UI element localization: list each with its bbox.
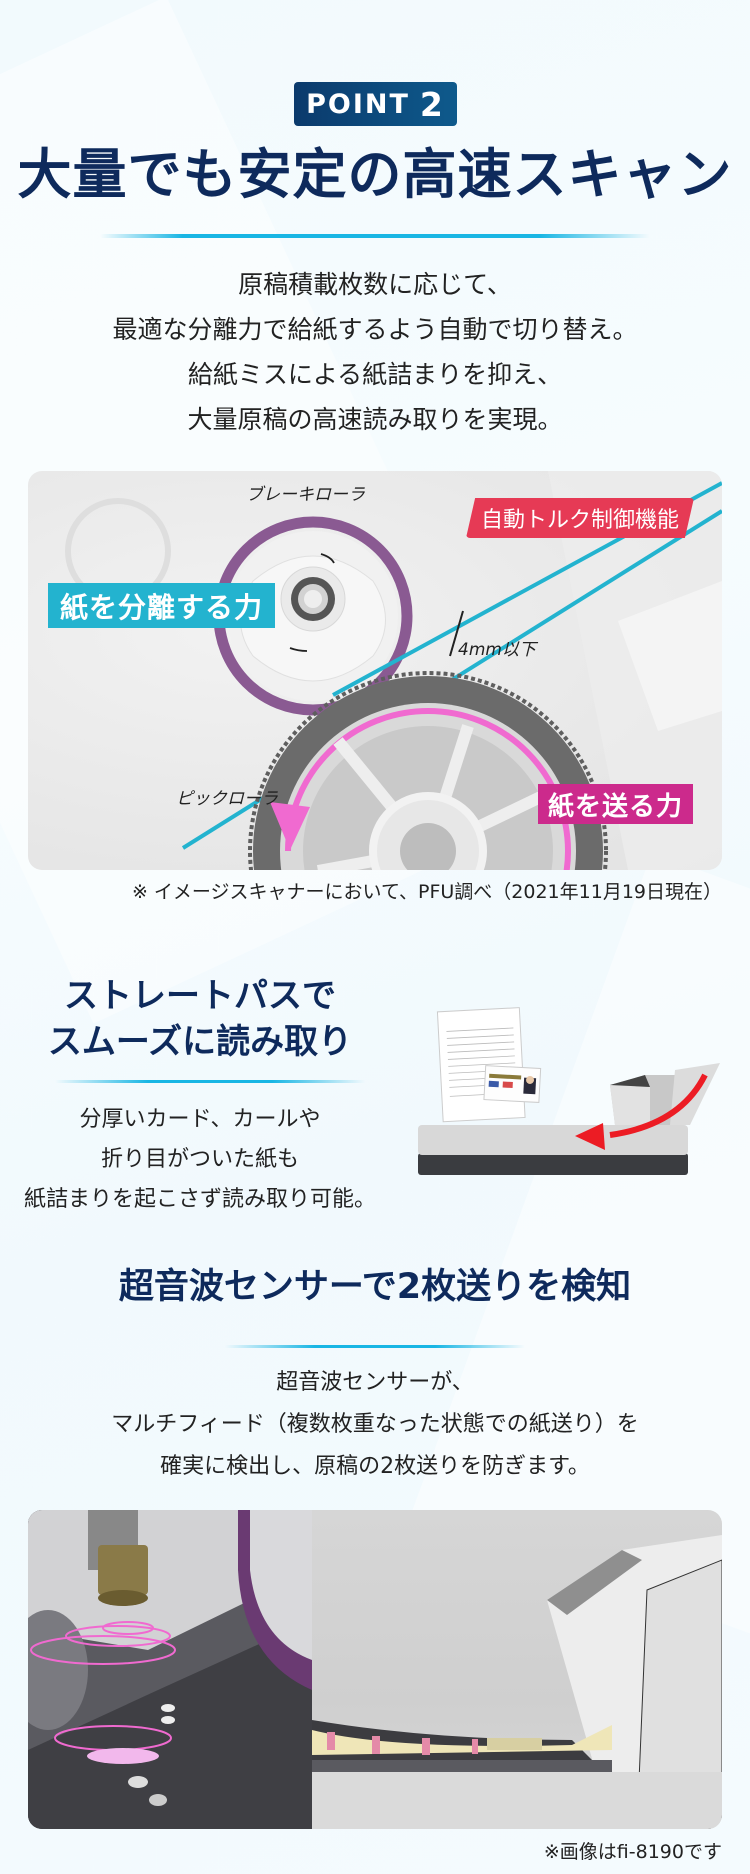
feed-arrowhead <box>270 802 310 850</box>
roller-diagram: ブレーキローラ ピックローラ 4mm以下 紙を分離する力 自動トルク制御機能 紙… <box>28 471 722 870</box>
brake-roller-label: ブレーキローラ <box>246 485 365 505</box>
ultrasonic-description: 超音波センサーが、 マルチフィード（複数枚重なった状態での紙送り）を 確実に検出… <box>0 1362 750 1488</box>
document-icon <box>436 1007 526 1123</box>
intro-line: 給紙ミスによる紙詰まりを抑え、 <box>187 360 563 389</box>
intro-text: 原稿積載枚数に応じて、 最適な分離力で給紙するよう自動で切り替え。 給紙ミスによ… <box>0 262 750 442</box>
description-line: 確実に検出し、原稿の2枚送りを防ぎます。 <box>160 1454 590 1479</box>
straight-path-description: 分厚いカード、カールや 折り目がついた紙も 紙詰まりを起こさず読み取り可能。 <box>0 1100 400 1220</box>
point-badge-number: 2 <box>419 84 445 124</box>
intro-line: 原稿積載枚数に応じて、 <box>238 270 512 299</box>
research-footnote: ※ イメージスキャナーにおいて、PFU調べ（2021年11月19日現在） <box>131 881 722 903</box>
page-title: 大量でも安定の高速スキャン <box>17 143 733 206</box>
description-line: 超音波センサーが、 <box>276 1370 474 1395</box>
ultrasonic-divider <box>225 1345 525 1348</box>
intro-line: 最適な分離力で給紙するよう自動で切り替え。 <box>112 315 638 344</box>
scanner-card-feed-photo <box>312 1510 722 1829</box>
feed-force-tag: 紙を送る力 <box>538 784 694 824</box>
description-line: 紙詰まりを起こさず読み取り可能。 <box>23 1187 376 1212</box>
gap-label: 4mm以下 <box>458 640 536 660</box>
feed-direction-arrow <box>609 1073 708 1138</box>
feed-direction-arrow <box>285 708 571 870</box>
roller-diagram-illustration <box>65 471 722 870</box>
straight-path-scanner-illustration <box>400 975 750 1175</box>
ultrasonic-sensor-render <box>28 1510 312 1829</box>
straight-path-title-line: ストレートパスで <box>64 976 336 1016</box>
description-line: マルチフィード（複数枚重なった状態での紙送り）を <box>111 1412 639 1437</box>
model-footnote: ※画像はfi-8190です <box>543 1841 722 1863</box>
point-badge-label: POINT <box>306 88 410 120</box>
straight-path-divider <box>55 1080 365 1083</box>
ultrasonic-title: 超音波センサーで2枚送りを検知 <box>118 1267 632 1307</box>
intro-line: 大量原稿の高速読み取りを実現。 <box>187 405 563 434</box>
ultrasonic-photos <box>28 1510 722 1829</box>
auto-torque-control-tag: 自動トルク制御機能 <box>466 498 694 538</box>
description-line: 分厚いカード、カールや <box>79 1107 321 1132</box>
id-card-icon <box>483 1065 542 1103</box>
straight-path-title-line: スムーズに読み取り <box>47 1022 353 1062</box>
pick-roller-label: ピックローラ <box>176 789 278 809</box>
straight-path-title: ストレートパスで スムーズに読み取り <box>20 973 380 1065</box>
title-divider <box>100 234 650 238</box>
point-badge: POINT 2 <box>294 82 457 126</box>
separation-force-tag: 紙を分離する力 <box>48 583 276 628</box>
description-line: 折り目がついた紙も <box>100 1147 299 1172</box>
